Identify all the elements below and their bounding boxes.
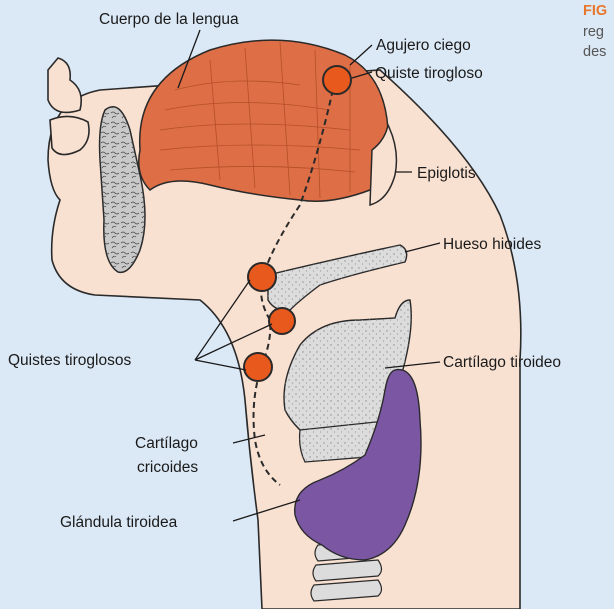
label-thyroglossal-cyst: Quiste tirogloso xyxy=(375,65,483,82)
cyst-lower xyxy=(244,353,272,381)
cyst-upper xyxy=(248,263,276,291)
label-cricoid-line1: Cartílago xyxy=(135,435,198,452)
caption-line2: des xyxy=(583,44,606,60)
label-thyroglossal-cysts: Quistes tiroglosos xyxy=(8,352,131,369)
label-thyroid-cartilage: Cartílago tiroideo xyxy=(443,354,561,371)
label-foramen-cecum: Agujero ciego xyxy=(376,37,471,54)
label-tongue-body: Cuerpo de la lengua xyxy=(99,11,239,28)
caption-label: FIG xyxy=(583,3,607,19)
label-cricoid-line2: cricoides xyxy=(137,459,198,476)
caption-line1: reg xyxy=(583,24,604,40)
label-epiglottis: Epiglotis xyxy=(417,165,476,182)
label-hyoid-bone: Hueso hioides xyxy=(443,236,541,253)
label-thyroid-gland: Glándula tiroidea xyxy=(60,514,178,531)
lips xyxy=(48,58,81,112)
cyst-middle xyxy=(269,308,295,334)
cyst-foramen-cecum xyxy=(323,66,351,94)
